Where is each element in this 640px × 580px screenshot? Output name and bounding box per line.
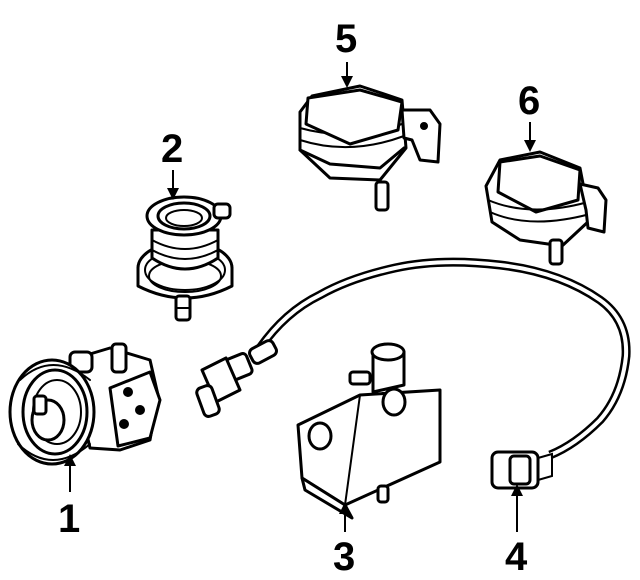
part-1-pump [8, 342, 162, 466]
leader-3 [339, 502, 351, 532]
part-4-oxygen-sensor [195, 257, 631, 490]
callout-1: 1 [58, 497, 80, 541]
leader-5 [341, 62, 353, 88]
callout-2: 2 [161, 127, 183, 171]
leader-2 [167, 170, 179, 200]
part-5-relay [298, 84, 442, 212]
leader-4 [511, 484, 523, 532]
leader-1 [64, 454, 76, 492]
callout-5: 5 [335, 17, 357, 61]
callout-3: 3 [333, 535, 355, 579]
part-3-bracket [296, 342, 442, 520]
part-6-relay [484, 150, 608, 266]
part-2-sensor [136, 195, 234, 322]
callout-6: 6 [518, 79, 540, 123]
callout-4: 4 [505, 535, 528, 579]
leader-6 [524, 122, 536, 152]
